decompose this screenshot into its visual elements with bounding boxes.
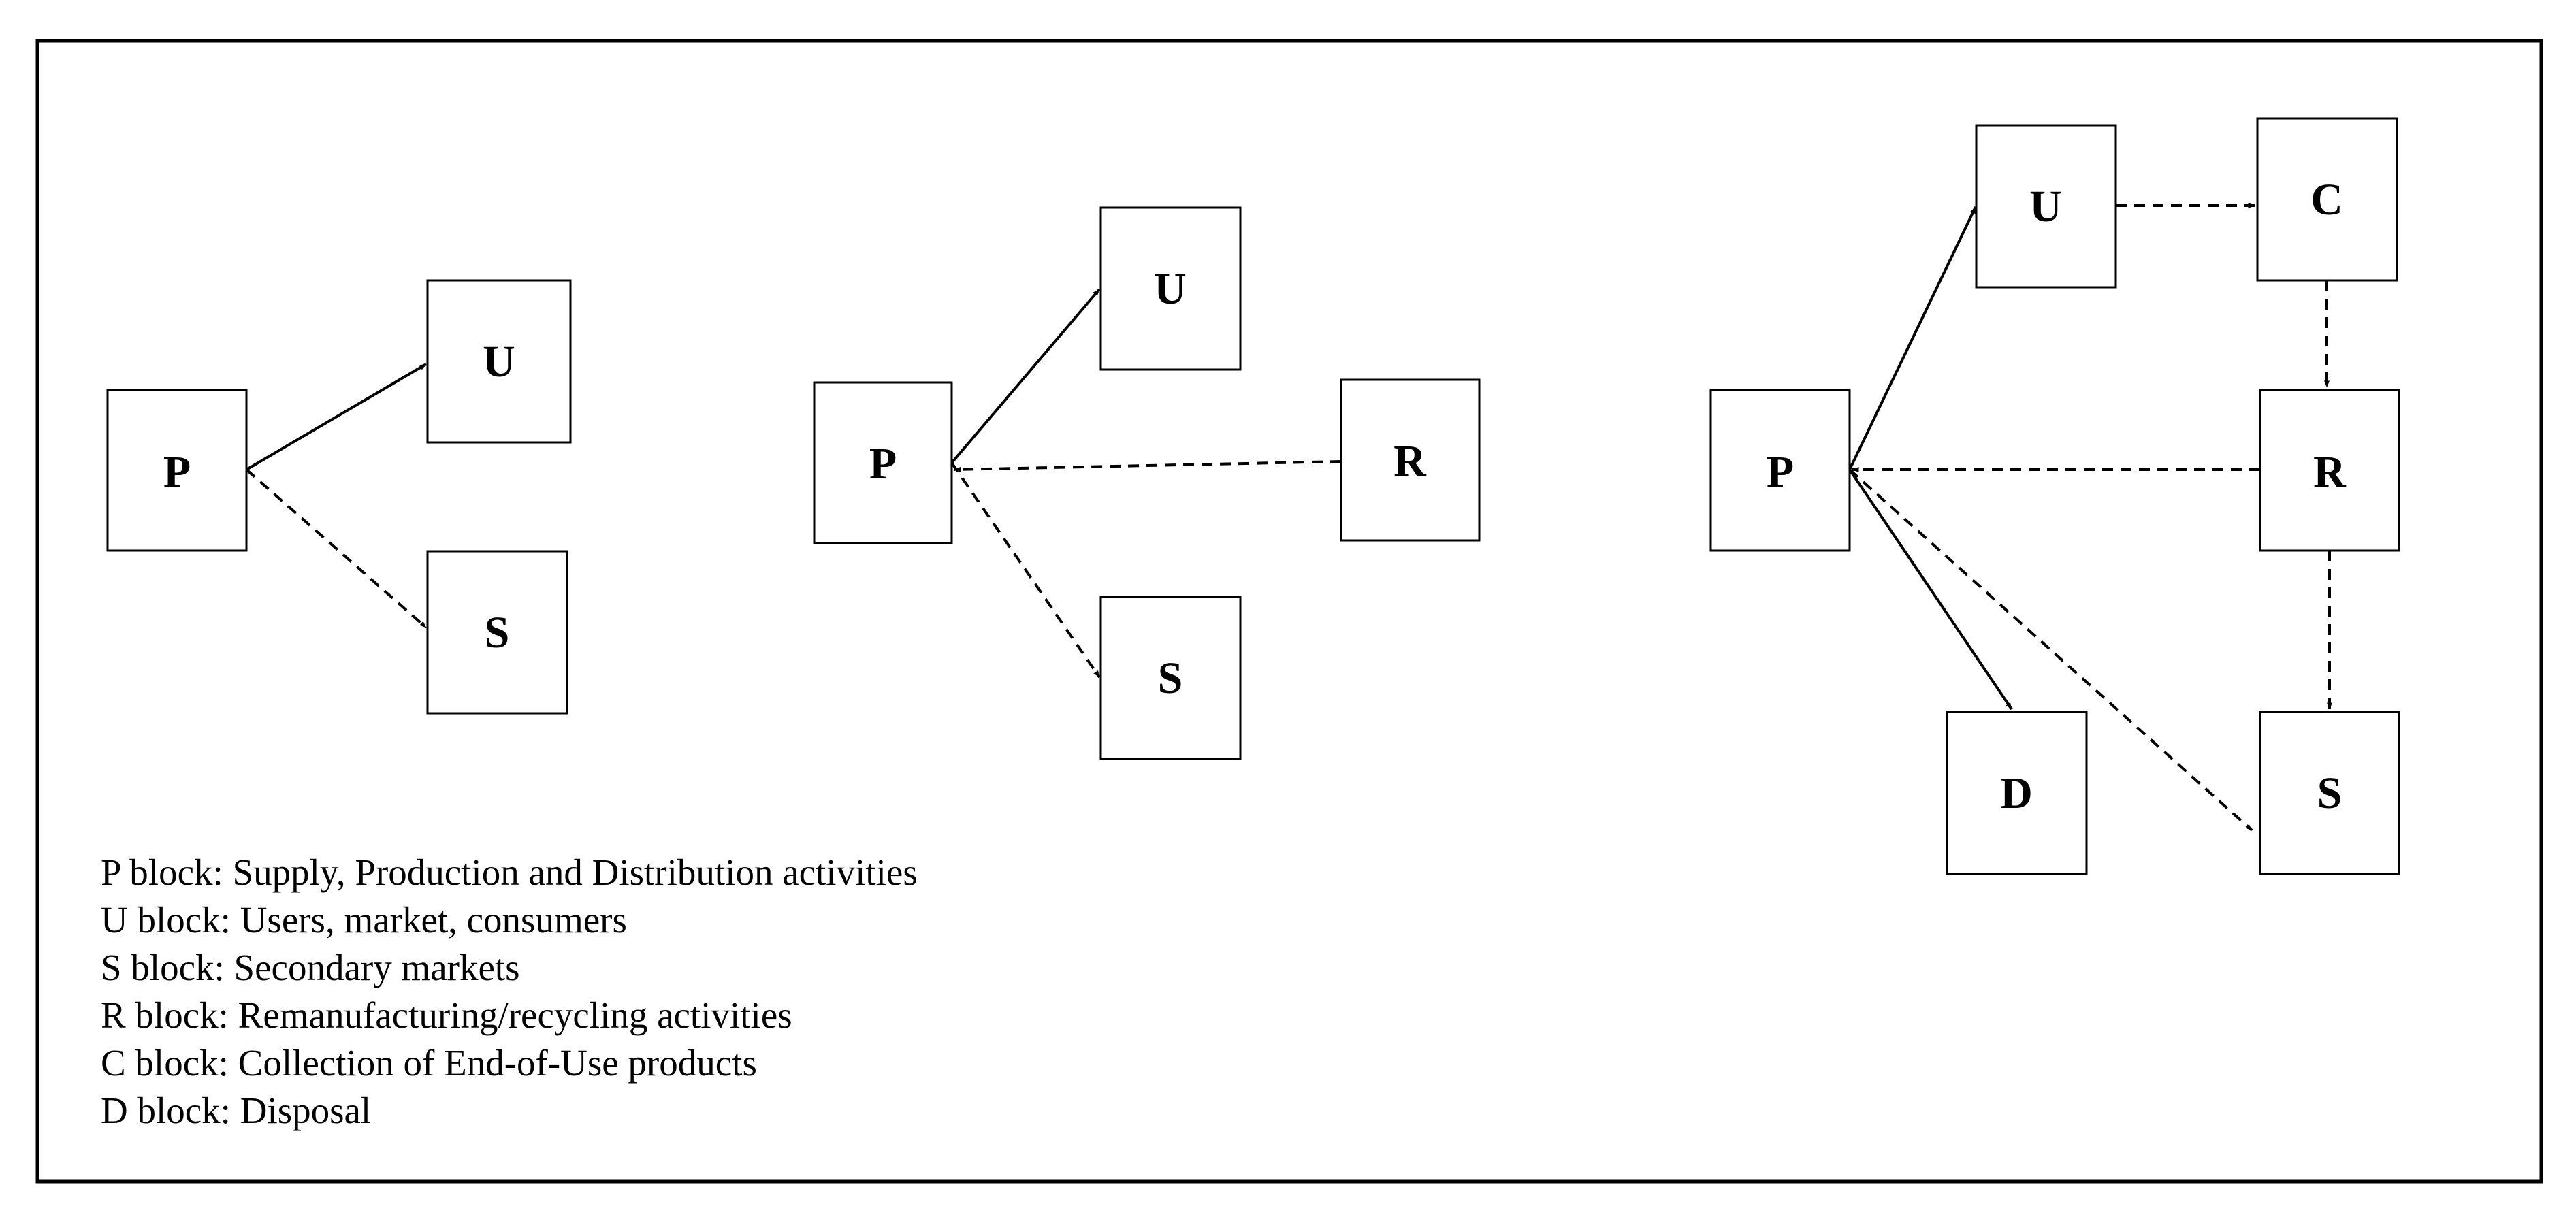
- block-p: P: [813, 381, 953, 544]
- legend-item-p: P block: Supply, Production and Distribu…: [101, 851, 918, 893]
- block-label-c: C: [2311, 175, 2343, 225]
- block-label-s: S: [485, 608, 510, 657]
- block-label-r: R: [1394, 436, 1427, 486]
- block-d: D: [1946, 711, 2088, 875]
- legend-item-c: C block: Collection of End-of-Use produc…: [101, 1042, 757, 1084]
- legend-item-s: S block: Secondary markets: [101, 947, 520, 988]
- diagram-1: P U S: [106, 279, 572, 715]
- block-u: U: [1975, 124, 2117, 289]
- block-u: U: [426, 279, 572, 444]
- arrow-r-to-p: [954, 460, 1342, 472]
- block-label-p: P: [869, 439, 897, 489]
- block-label-u: U: [2029, 182, 2062, 231]
- block-s: S: [426, 550, 568, 715]
- block-label-d: D: [2000, 768, 2033, 818]
- block-label-r: R: [2313, 447, 2347, 497]
- block-p: P: [1709, 389, 1851, 552]
- block-label-p: P: [1767, 447, 1794, 497]
- arrow-p-to-u: [245, 363, 428, 471]
- diagram-2: P U R S: [813, 206, 1481, 760]
- block-c: C: [2256, 117, 2398, 282]
- legend-item-r: R block: Remanufacturing/recycling activ…: [101, 994, 792, 1036]
- arrow-p-to-s: [1848, 468, 2253, 832]
- block-p: P: [106, 389, 248, 552]
- arrow-p-to-u: [1848, 206, 1977, 470]
- block-label-s: S: [1158, 653, 1183, 703]
- block-label-u: U: [1154, 264, 1187, 314]
- block-s: S: [1099, 596, 1242, 760]
- flows-layer: [245, 203, 2332, 832]
- arrow-p-to-s: [245, 468, 428, 629]
- legend-item-d: D block: Disposal: [101, 1090, 371, 1131]
- block-r: R: [1340, 378, 1481, 542]
- block-s: S: [2259, 711, 2400, 875]
- legend-item-u: U block: Users, market, consumers: [101, 899, 627, 941]
- diagram-3: P U C R D S: [1709, 117, 2400, 875]
- arrow-p-to-u: [950, 288, 1101, 464]
- block-label-u: U: [483, 337, 515, 387]
- legend: P block: Supply, Production and Distribu…: [101, 851, 918, 1131]
- block-r: R: [2259, 389, 2400, 552]
- block-label-p: P: [163, 447, 191, 497]
- block-label-s: S: [2317, 768, 2342, 818]
- arrow-p-to-s: [950, 461, 1101, 679]
- arrow-p-to-d: [1848, 468, 2013, 711]
- block-u: U: [1099, 206, 1242, 371]
